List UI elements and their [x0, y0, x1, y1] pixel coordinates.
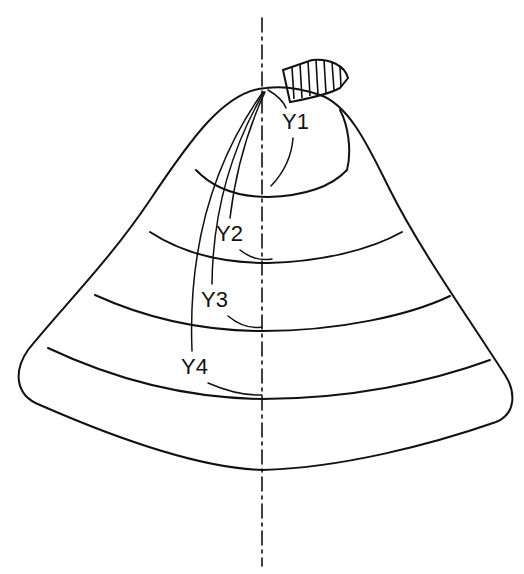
ring-label: Y2	[216, 222, 243, 246]
leader-line	[228, 316, 262, 328]
leader-line	[192, 92, 263, 351]
growth-ring	[48, 348, 490, 399]
leader-line	[212, 92, 264, 284]
ring-label: Y4	[181, 355, 208, 379]
leader-line	[268, 90, 286, 108]
ring-label: Y1	[282, 110, 309, 134]
growth-ring	[196, 110, 349, 197]
ligament-hatch	[283, 60, 348, 102]
shell-outline	[19, 87, 513, 470]
growth-ring	[95, 295, 450, 331]
ring-label: Y3	[201, 288, 228, 312]
leader-line	[240, 250, 272, 260]
leader-line	[271, 138, 293, 186]
leader-line	[208, 383, 262, 395]
growth-ring	[150, 232, 402, 263]
